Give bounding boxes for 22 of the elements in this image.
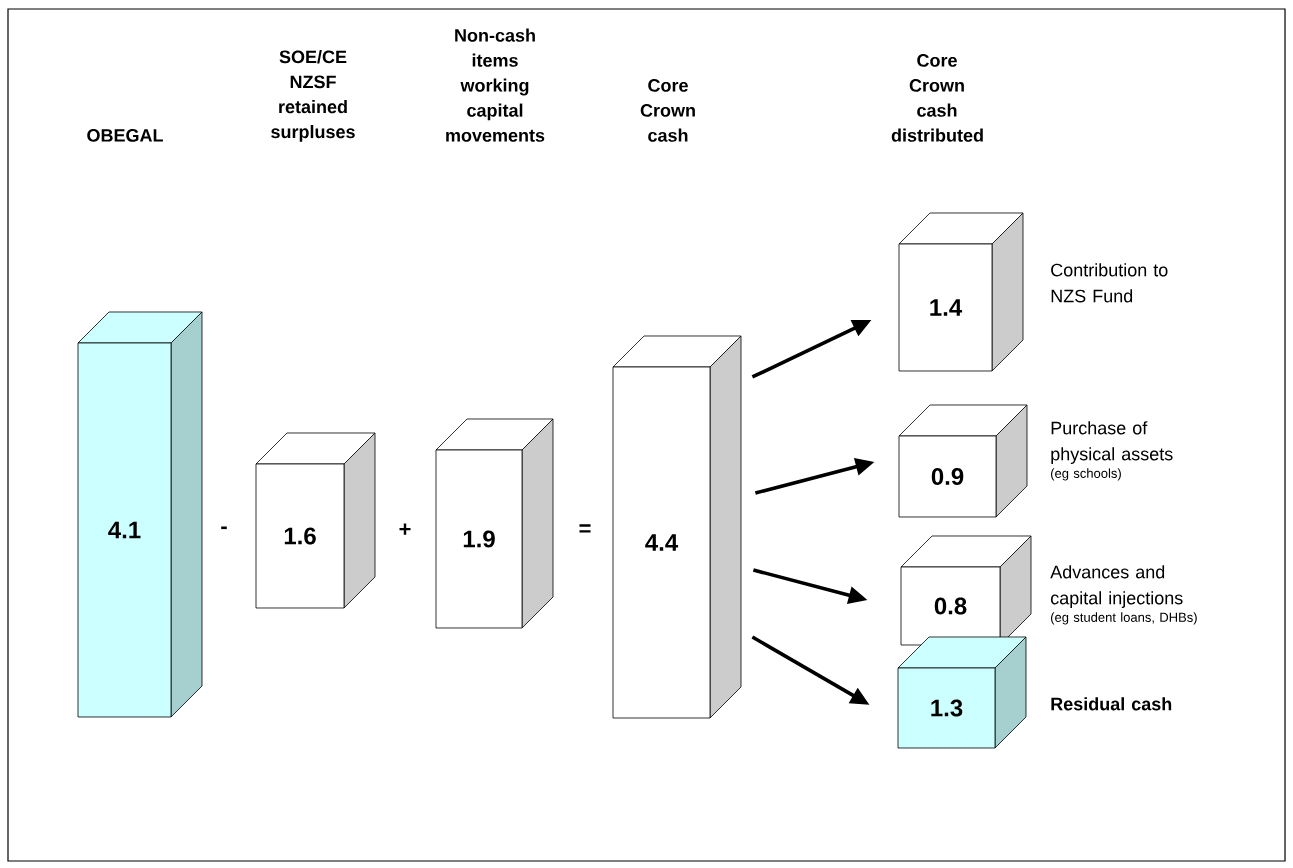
description-label: Residual cash [1051,697,1172,711]
column-heading: Core Crown cash distributed [891,54,983,142]
column-heading: SOE/CE NZSF retained surpluses [271,50,355,142]
description-label: Contribution to NZS Fund [1051,263,1168,303]
cuboid: 4.1 [77,311,203,718]
cuboid: 1.6 [255,432,376,609]
note-label: (eg student loans, DHBs) [1051,612,1197,625]
column-heading: Core Crown cash [640,79,695,142]
operator-sign: = [579,524,591,533]
column-heading: OBEGAL [87,129,163,142]
operator-sign: + [399,523,411,535]
operator-sign: - [221,526,227,530]
note-label: (eg schools) [1051,468,1121,481]
cuboid: 0.9 [898,404,1028,518]
cuboid: 0.8 [900,535,1032,646]
column-heading: Non-cash items working capital movements [446,28,545,142]
description-label: Purchase of physical assets [1051,421,1173,464]
cuboid: 1.9 [435,418,554,629]
cuboid: 1.3 [897,636,1027,749]
cuboid: 1.4 [898,212,1024,372]
cuboid: 4.4 [612,335,742,719]
description-label: Advances and capital injections [1050,565,1183,608]
